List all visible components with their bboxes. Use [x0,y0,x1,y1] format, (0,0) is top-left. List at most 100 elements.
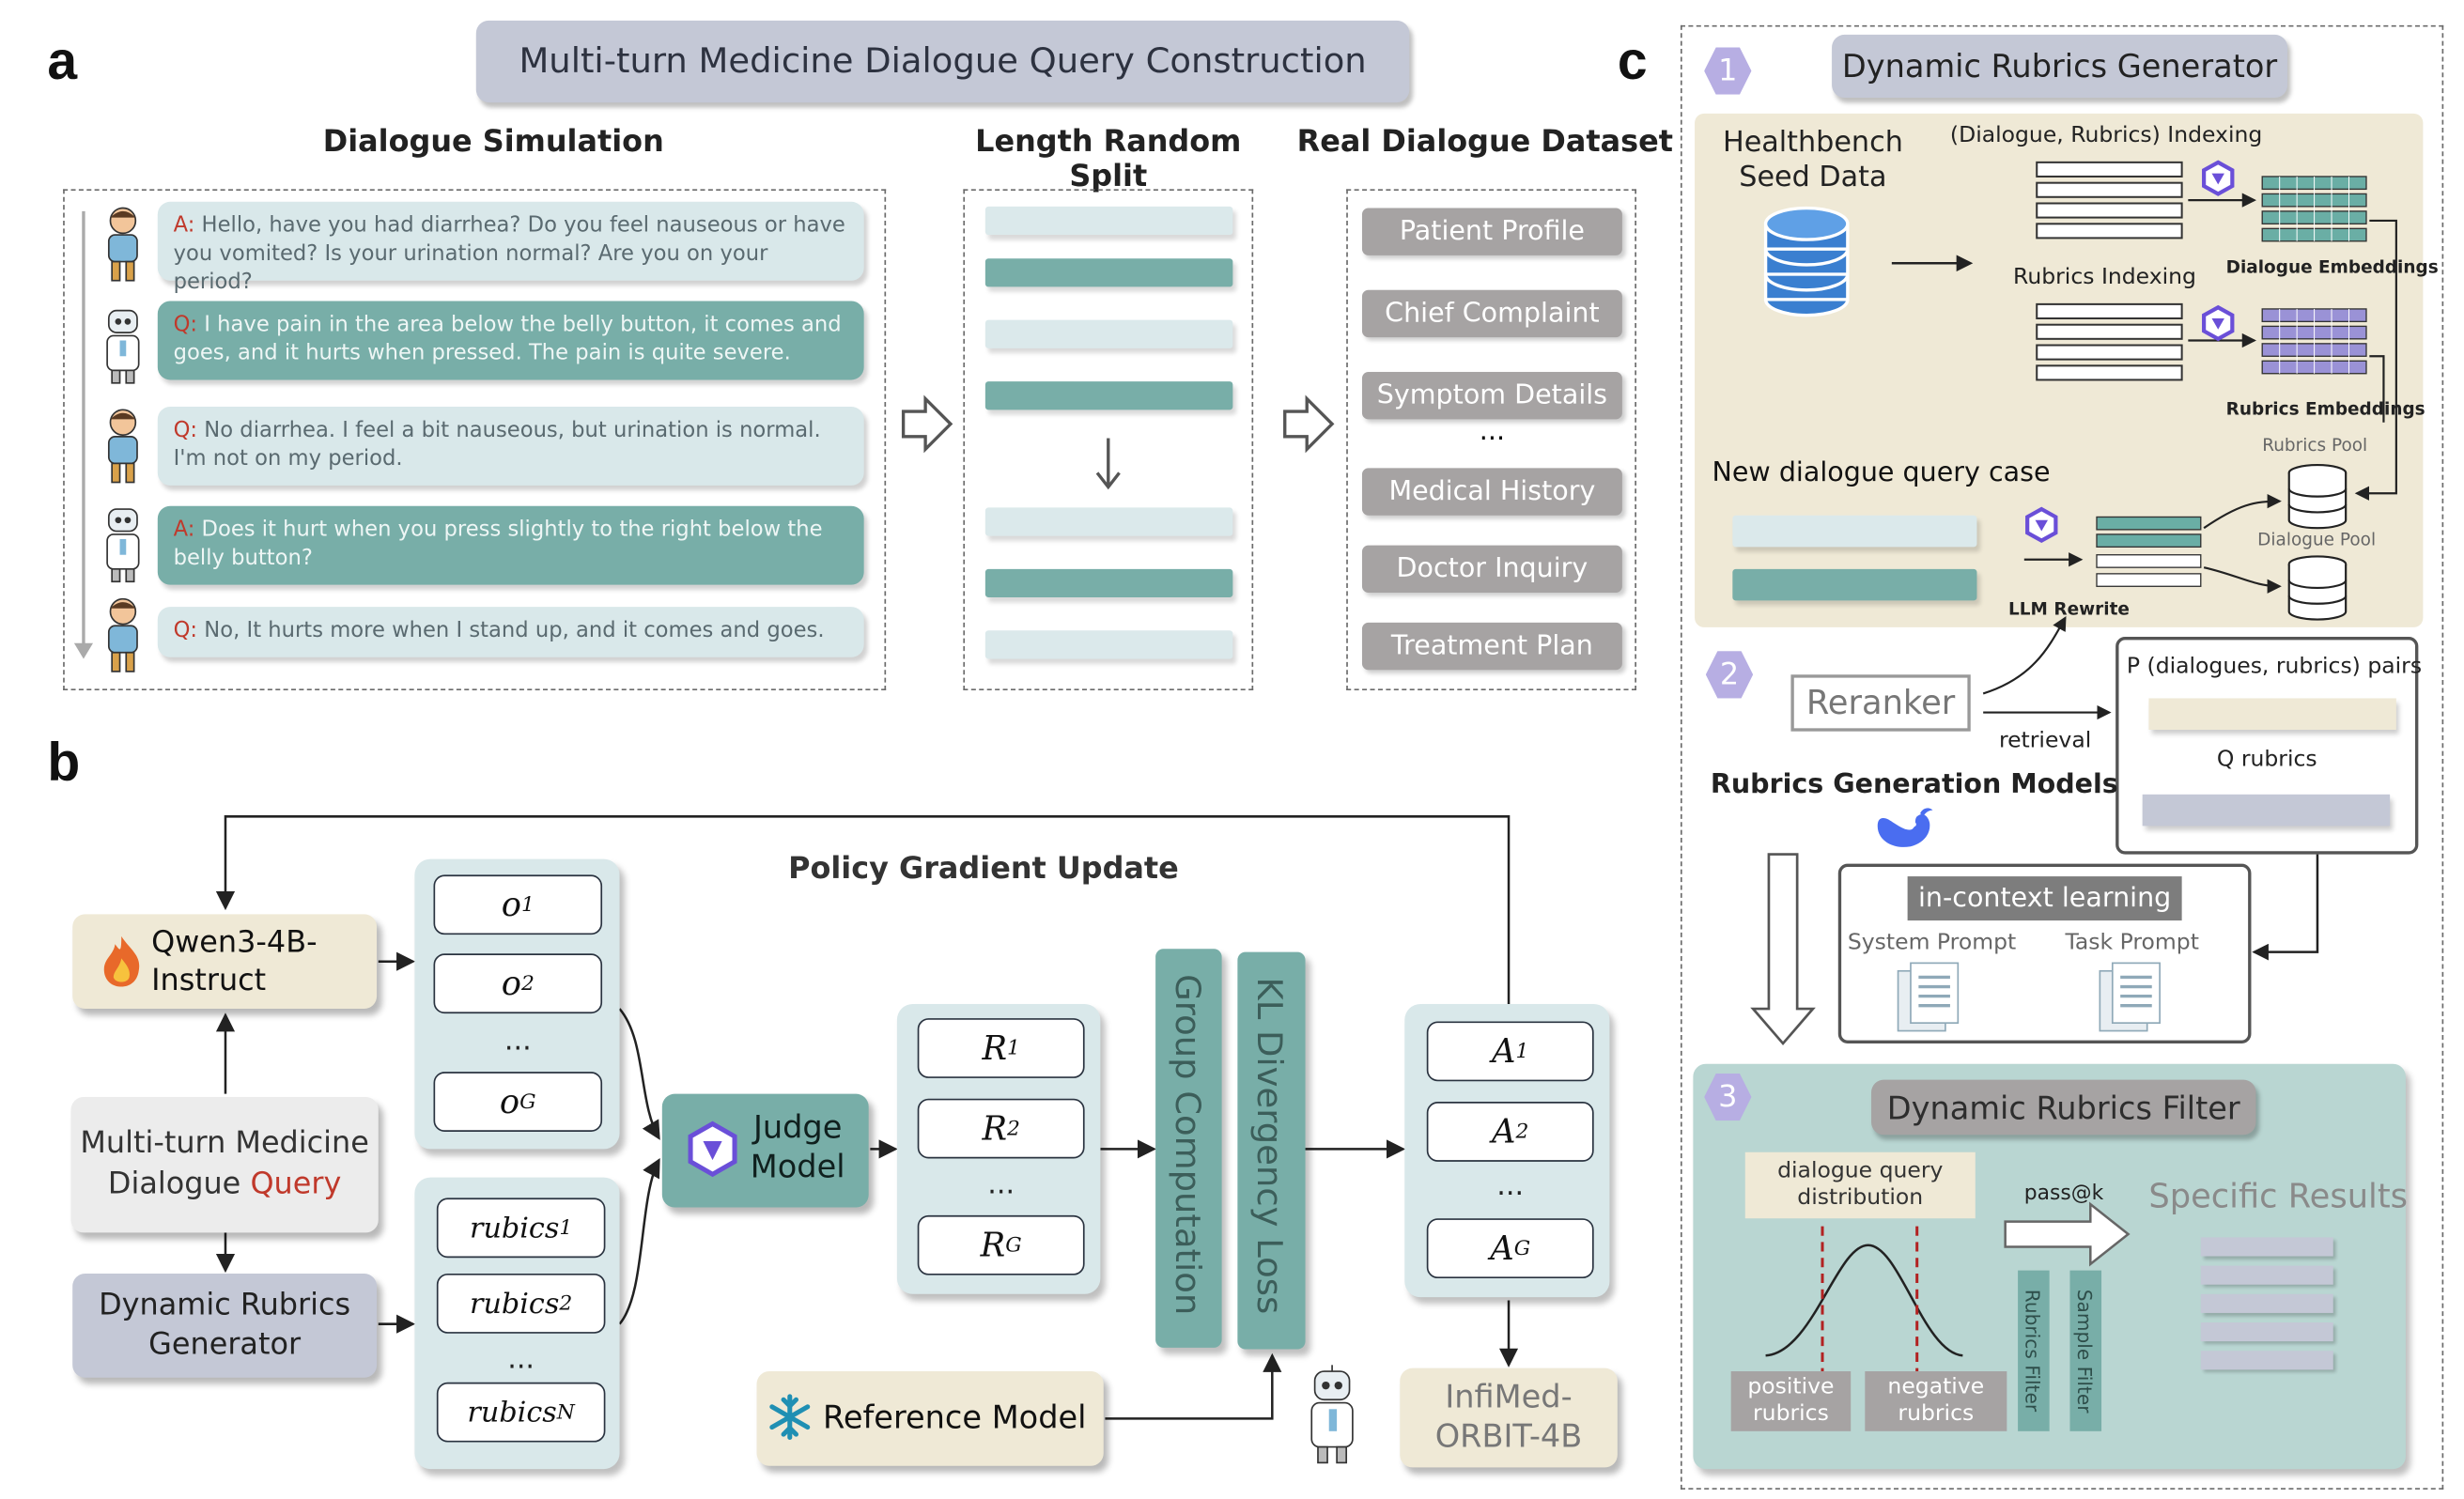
final-model-name: InfiMed-ORBIT-4B [1434,1377,1583,1455]
dataset-item: Symptom Details [1361,372,1622,420]
dataset-item: Medical History [1361,468,1622,516]
system-prompt-label: System Prompt [1847,930,2017,955]
panel-c-title: Dynamic Rubrics Generator [1832,34,2288,99]
negative-rubrics-box: negative rubrics [1865,1371,2007,1431]
new-case-label: New dialogue query case [1712,456,2051,489]
dialogue-turn: Q: No diarrhea. I feel a bit nauseous, b… [157,406,864,486]
query-box [70,1097,379,1233]
hollow-right-arrow-icon [901,394,953,454]
split-bar [984,630,1233,659]
dialogue-pool-label: Dialogue Pool [2257,529,2377,550]
patient-avatar [95,595,151,674]
sample-filter-label: Sample Filter [2072,1289,2096,1414]
doctor-robot-avatar [1295,1365,1368,1465]
rubrics-generator-name: Dynamic Rubrics Generator [99,1288,351,1362]
result-bar [2200,1351,2333,1370]
output-ellipsis: ... [504,1024,532,1059]
judge-model-name: Judge Model [750,1107,845,1186]
split-bar [984,507,1233,536]
split-bar [984,381,1233,410]
result-bar [2200,1237,2333,1257]
rubrics-indexing-label: Rubrics Indexing [2013,264,2196,290]
deepseek-whale-icon [1873,804,1936,851]
dialogue-turn: A: Hello, have you had diarrhea? Do you … [157,201,864,295]
dataset-item: Doctor Inquiry [1361,545,1622,594]
rubrics-bar [2142,794,2391,827]
document-icon [1892,958,1971,1037]
pass-at-k-label: pass@k [2023,1182,2104,1206]
split-bar [984,568,1233,598]
specific-results-label: Specific Results [2148,1177,2409,1215]
final-model-box [1400,1368,1618,1468]
group-computation-label: Group Computation [1166,974,1206,1316]
qwen-logo-icon [684,1120,740,1178]
reference-model-name: Reference Model [823,1398,1087,1436]
database-icon [1762,205,1851,321]
llm-rewrite-label: LLM Rewrite [2008,598,2130,620]
patient-avatar [95,407,151,486]
dialogue-simulation-box [63,189,887,691]
qwen-logo-icon [2201,304,2236,342]
query-box-text: Multi-turn Medicine Dialogue Query [80,1125,369,1201]
advantage-ellipsis: ... [1496,1169,1525,1203]
query-case-bar [1732,515,1977,548]
panel-b-label: b [47,733,81,794]
dialogue-simulation-title: Dialogue Simulation [322,124,664,160]
hollow-right-arrow-icon [1283,394,1335,454]
rubrics-filter-bar [2018,1270,2050,1431]
filter-title: Dynamic Rubrics Filter [1871,1079,2256,1136]
timeline-arrow [73,642,94,659]
split-bar [984,319,1233,348]
rubric-ellipsis: ... [507,1342,535,1377]
icl-title: in-context learning [1907,876,2182,921]
dataset-item: Patient Profile [1361,208,1622,255]
reference-model-box [756,1371,1104,1466]
query-case-bar [1732,568,1977,601]
pairs-title: P (dialogues, rubrics) pairs [2126,654,2423,680]
kl-loss-bar [1237,951,1306,1350]
qwen-logo-icon [2201,160,2236,196]
rubrics-filter-label: Rubrics Filter [2021,1289,2043,1413]
panel-c-frame [1680,24,2444,1490]
result-bar [2200,1322,2333,1342]
panel-a-label: a [47,31,78,92]
rubrics-generator-box [72,1273,378,1378]
kl-loss-label: KL Divergency Loss [1248,977,1289,1315]
dataset-ellipsis: ... [1479,416,1506,448]
dialogue-turn: Q: I have pain in the area below the bel… [157,301,864,380]
distribution-label: dialogue query distribution [1744,1151,1976,1219]
real-dataset-title: Real Dialogue Dataset [1296,124,1674,160]
reward-ellipsis: ... [987,1167,1015,1201]
length-split-title: Length Random Split [975,124,1242,194]
dataset-item: Treatment Plan [1361,622,1622,671]
task-prompt-label: Task Prompt [2065,930,2199,955]
dialogue-embeddings-label: Dialogue Embeddings [2225,256,2439,278]
result-bar [2200,1265,2333,1285]
split-bar [984,206,1233,236]
result-bar [2200,1293,2333,1313]
positive-rubrics-box: positive rubrics [1730,1371,1852,1431]
qwen-logo-icon [2024,506,2059,544]
rubrics-pool-label: Rubrics Pool [2262,435,2368,456]
down-arrow-icon [1093,438,1124,492]
pairs-bar [2148,698,2396,731]
group-computation-bar [1155,949,1222,1348]
step-2-badge: 2 [1705,651,1754,699]
generation-models-label: Rubrics Generation Models [1710,768,2118,801]
policy-gradient-label: Policy Gradient Update [788,851,1179,887]
policy-model-name: Qwen3-4B-Instruct [151,925,318,998]
sample-filter-bar [2069,1270,2102,1431]
split-bar [984,258,1233,287]
